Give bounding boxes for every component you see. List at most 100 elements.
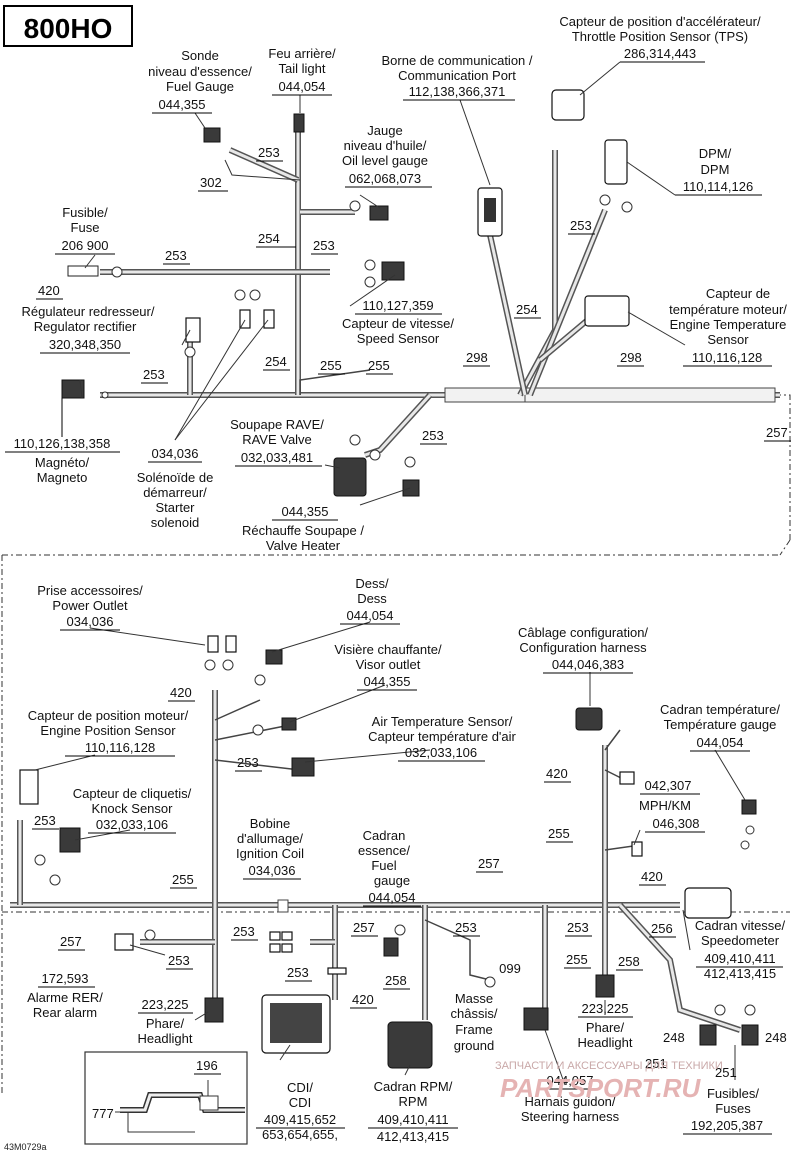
page-title: 800HO — [24, 13, 113, 44]
ref-298-b: 298 — [620, 350, 642, 365]
ref-248-a: 248 — [663, 1030, 685, 1045]
dess-label-fr: Dess/ — [355, 576, 389, 591]
watermark: ЗАПЧАСТИ И АКСЕССУАРЫ ДЛЯ ТЕХНИКИ PARTSP… — [495, 1060, 723, 1103]
dess-label-en: Dess — [357, 591, 387, 606]
fuel-sensor-label-1: Sonde — [181, 48, 219, 63]
comm-port-label-en: Communication Port — [398, 68, 516, 83]
speed-sensor-part-numbers: 110,127,359 — [362, 298, 433, 313]
fuses-label-fr: Fusibles/ — [707, 1086, 759, 1101]
dess-part-numbers: 044,054 — [347, 608, 394, 623]
engine-temp-label-1: Capteur de — [706, 286, 770, 301]
oil-gauge-connector — [369, 205, 389, 221]
fuel-dial-label-2: essence/ — [358, 843, 410, 858]
mph-connector-2 — [631, 841, 643, 857]
rave-part-numbers: 032,033,481 — [241, 450, 313, 465]
knock-connector — [59, 827, 81, 853]
fuse-label-en: Fuse — [71, 220, 100, 235]
ref-253-c: 253 — [165, 248, 187, 263]
rpm-label-fr: Cadran RPM/ — [374, 1079, 453, 1094]
oil-gauge-part-numbers: 062,068,073 — [349, 171, 421, 186]
rpm-part-numbers-1: 409,410,411 — [377, 1112, 448, 1127]
fuel-dial-label-3: Fuel — [371, 858, 396, 873]
ref-253-j: 253 — [168, 953, 190, 968]
temp-gauge-part-numbers: 044,054 — [697, 735, 744, 750]
ignition-label-en: Ignition Coil — [236, 846, 304, 861]
ref-257-c: 257 — [60, 934, 82, 949]
valve-heater-label-en: Valve Heater — [266, 538, 341, 553]
fuel-dial-connector — [383, 937, 399, 957]
speedometer-label-en: Speedometer — [701, 933, 780, 948]
valve-heater-label-fr: Réchauffe Soupape / — [242, 523, 364, 538]
engine-temp-label-2: température moteur/ — [669, 302, 787, 317]
fuel-dial-label-4: gauge — [374, 873, 410, 888]
dpm-connector — [604, 139, 628, 185]
ref-302: 302 — [200, 175, 222, 190]
ref-777: 777 — [92, 1106, 114, 1121]
ref-298-a: 298 — [466, 350, 488, 365]
ref-257-b: 257 — [478, 856, 500, 871]
steering-label-en: Steering harness — [521, 1109, 620, 1124]
headlight-left-label-en: Headlight — [138, 1031, 193, 1046]
frame-ground-label-4: ground — [454, 1038, 494, 1053]
tps-part-numbers: 286,314,443 — [624, 46, 696, 61]
knock-part-numbers: 032,033,106 — [96, 817, 168, 832]
engine-pos-connector — [19, 769, 39, 805]
upper-leaders — [79, 61, 686, 506]
tail-light-label-en: Tail light — [279, 61, 326, 76]
ignition-label-2: d'allumage/ — [237, 831, 303, 846]
tps-label-en: Throttle Position Sensor (TPS) — [572, 29, 748, 44]
temp-gauge-label-fr: Cadran température/ — [660, 702, 780, 717]
magneto-connector — [61, 379, 85, 399]
magneto-part-numbers: 110,126,138,358 — [14, 436, 111, 451]
starter-label-3: Starter — [155, 500, 195, 515]
power-outlet-connector-2 — [225, 635, 237, 653]
figure-code: 43M0729a — [4, 1142, 47, 1152]
valve-heater-part-numbers: 044,355 — [282, 504, 329, 519]
frame-ground-part-number: 099 — [499, 961, 521, 976]
mph-part-numbers-1: 042,307 — [645, 778, 692, 793]
lower-harness — [10, 635, 759, 1069]
fuel-sensor-connector — [203, 127, 221, 143]
starter-label-2: démarreur/ — [143, 485, 207, 500]
ignition-label-1: Bobine — [250, 816, 290, 831]
ref-257-d: 257 — [353, 920, 375, 935]
visor-connector — [281, 717, 297, 731]
section-border — [1, 394, 791, 1095]
speedometer-part-numbers-1: 409,410,411 — [704, 951, 775, 966]
ref-257-a: 257 — [766, 425, 788, 440]
cdi-label-en: CDI — [289, 1095, 311, 1110]
rpm-dial-connector — [387, 1021, 433, 1069]
dpm-label-en: DPM — [701, 162, 730, 177]
fuel-sensor-label-en: Fuel Gauge — [166, 79, 234, 94]
rpm-label-en: RPM — [399, 1094, 428, 1109]
speed-sensor-connector — [381, 261, 405, 281]
ref-258-b: 258 — [618, 954, 640, 969]
rear-alarm-label-en: Rear alarm — [33, 1005, 97, 1020]
watermark-line-2: PARTSPORT.RU — [500, 1073, 702, 1103]
config-harness-label-fr: Câblage configuration/ — [518, 625, 648, 640]
regulator-label-en: Regulator rectifier — [34, 319, 137, 334]
ref-253-d: 253 — [570, 218, 592, 233]
air-temp-connector — [291, 757, 315, 777]
frame-ground-terminal — [484, 976, 496, 988]
headlight-right-label-en: Headlight — [578, 1035, 633, 1050]
engine-pos-label-en: Engine Position Sensor — [40, 723, 176, 738]
power-outlet-part-numbers: 034,036 — [67, 614, 114, 629]
ref-256: 256 — [651, 921, 673, 936]
air-temp-label-en: Air Temperature Sensor/ — [372, 714, 513, 729]
steering-label-fr: Harnais guidon/ — [524, 1094, 615, 1109]
frame-ground-label-1: Masse — [455, 991, 493, 1006]
ref-253-m: 253 — [567, 920, 589, 935]
labels: Capteur de position d'accélérateur/ Thro… — [5, 14, 787, 1144]
rave-label-fr: Soupape RAVE/ — [230, 417, 324, 432]
tail-light-part-numbers: 044,054 — [279, 79, 326, 94]
fuses-label-en: Fuses — [715, 1101, 751, 1116]
magneto-label-fr: Magnéto/ — [35, 455, 90, 470]
ref-251-a: 251 — [645, 1056, 667, 1071]
mph-part-numbers-2: 046,308 — [653, 816, 700, 831]
ref-253-b: 253 — [313, 238, 335, 253]
rear-alarm-connector — [114, 933, 134, 951]
fuse-label-fr: Fusible/ — [62, 205, 108, 220]
ref-253-l: 253 — [287, 965, 309, 980]
